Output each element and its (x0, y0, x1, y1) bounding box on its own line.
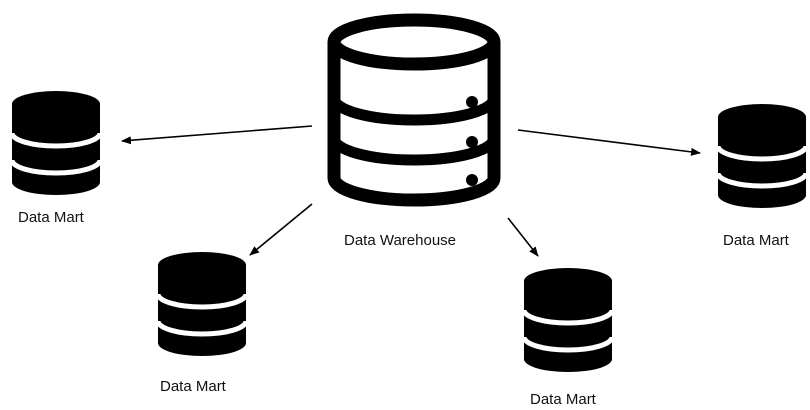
arrow-to-data-mart-right (517, 129, 701, 156)
data-mart-icon (521, 268, 615, 372)
server-indicator-dot (466, 136, 478, 148)
data-mart-label: Data Mart (160, 378, 226, 395)
data-mart-label: Data Mart (723, 232, 789, 249)
server-indicator-dot (466, 174, 478, 186)
data-mart-icon (155, 252, 249, 356)
arrow-to-data-mart-bottom-left (249, 203, 313, 256)
data-mart-icon (715, 104, 809, 208)
arrow-to-data-mart-bottom-right (507, 217, 539, 257)
data-warehouse-icon (327, 13, 501, 207)
server-indicator-dot (466, 96, 478, 108)
data-mart-icon (9, 91, 103, 195)
data-mart-label: Data Mart (530, 391, 596, 408)
data-mart-label: Data Mart (18, 209, 84, 226)
arrow-to-data-mart-left (121, 125, 313, 145)
data-warehouse-label: Data Warehouse (344, 232, 457, 249)
